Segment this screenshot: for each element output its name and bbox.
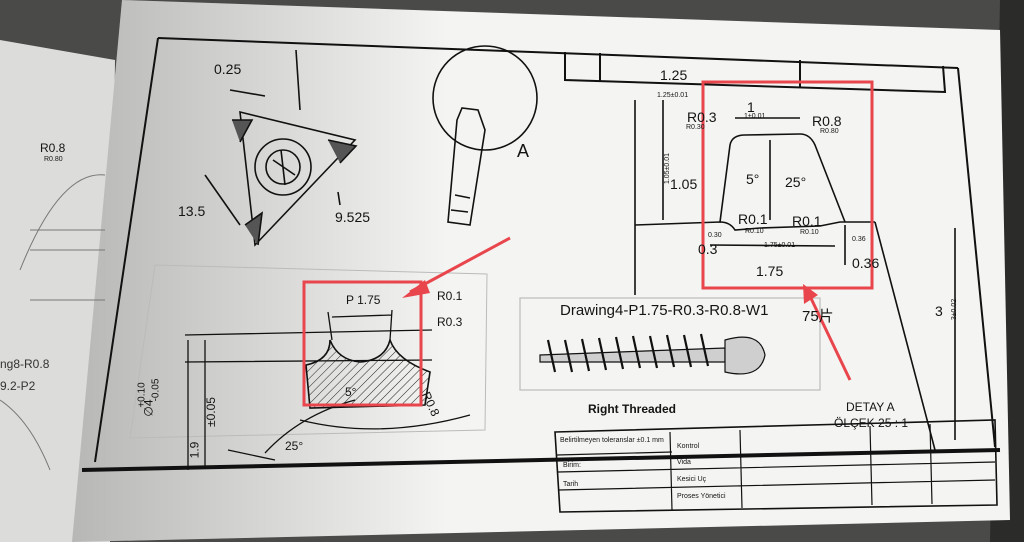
right-threaded-label: Right Threaded — [588, 402, 677, 416]
view-a — [432, 45, 538, 226]
detail-h3-tol: 3±0.02 — [951, 298, 959, 321]
insert-dim-025: 0.25 — [214, 61, 242, 77]
sheet-border — [81, 37, 1001, 472]
drawing-title: Drawing4-P1.75-R0.3-R0.8-W1 — [560, 302, 769, 319]
left-sheet-sketch — [0, 174, 106, 471]
thread-dia-minus: -0.05 — [150, 378, 162, 402]
detail-r03: R0.3 — [687, 109, 717, 125]
detail-d036: 0.36 — [852, 255, 880, 271]
detail-a-profile — [634, 100, 956, 451]
title-block-viewed: Vida — [677, 459, 691, 466]
title-block-brand: Birim: — [563, 462, 581, 469]
detail-angle-25: 25° — [785, 174, 807, 190]
insert-dim-9525: 9.525 — [335, 209, 371, 225]
detail-h105-tol: 1.05±0.01 — [664, 152, 672, 185]
detail-h3: 3 — [935, 303, 943, 319]
scale-label: ÖLÇEK 25 : 1 — [834, 416, 909, 430]
thread-d19-tol: ±0.05 — [203, 397, 218, 427]
left-sheet-r08-tol: R0.80 — [44, 156, 63, 163]
detail-w1: 1 — [747, 99, 755, 115]
left-sheet-r08: R0.8 — [40, 141, 66, 155]
title-block-project: Proses Yönetici — [677, 493, 726, 500]
insert-view — [204, 49, 358, 247]
detail-r01b-tol: R0.10 — [800, 229, 819, 236]
title-block — [554, 419, 998, 513]
title-block-material: Kesici Uç — [677, 476, 707, 483]
drawing-qty: 75片 — [802, 308, 834, 325]
detail-label: DETAY A — [846, 400, 895, 414]
detail-d03: 0.3 — [698, 241, 718, 257]
detail-w1-tol: 1±0.01 — [744, 113, 766, 120]
detail-d036-tol: 0.36 — [852, 236, 866, 243]
thread-r01: R0.1 — [437, 289, 463, 303]
thread-angle-25: 25° — [285, 439, 304, 453]
detail-h105: 1.05 — [670, 176, 698, 192]
highlight-annotations — [302, 80, 874, 407]
screw-drawing — [519, 297, 821, 391]
thread-dia-plus: +0.10 — [136, 382, 148, 408]
detail-r08-tol: R0.80 — [820, 128, 839, 135]
thread-section — [129, 264, 488, 470]
thread-angle-5: 5° — [345, 385, 357, 399]
title-block-date: Tarih — [563, 481, 579, 488]
detail-r01a: R0.1 — [738, 211, 768, 227]
detail-top-125: 1.25 — [660, 67, 688, 83]
detail-b175-tol: 1.75±0.01 — [764, 242, 796, 249]
detail-r01b: R0.1 — [792, 213, 822, 229]
detail-r03-tol: R0.30 — [686, 124, 705, 131]
thread-d19: 1.9 — [187, 441, 202, 459]
detail-angle-5: 5° — [746, 171, 760, 187]
left-sheet-frag1: ng8-R0.8 — [0, 357, 50, 371]
detail-r08: R0.8 — [812, 113, 842, 129]
thread-r03: R0.3 — [437, 315, 463, 329]
title-block-note: Belirtilmeyen toleranslar ±0.1 mm — [560, 437, 664, 444]
pitch-label: P 1.75 — [346, 293, 381, 307]
left-sheet-frag2: 9.2-P2 — [0, 379, 36, 393]
detail-top-125-tol: 1.25±0.01 — [657, 92, 689, 99]
insert-dim-135: 13.5 — [178, 203, 206, 219]
detail-d03-tol: 0.30 — [708, 232, 722, 239]
title-block-approved: Kontrol — [677, 443, 700, 450]
view-a-letter: A — [517, 141, 530, 161]
detail-b175: 1.75 — [756, 263, 784, 279]
detail-r01a-tol: R0.10 — [745, 228, 764, 235]
